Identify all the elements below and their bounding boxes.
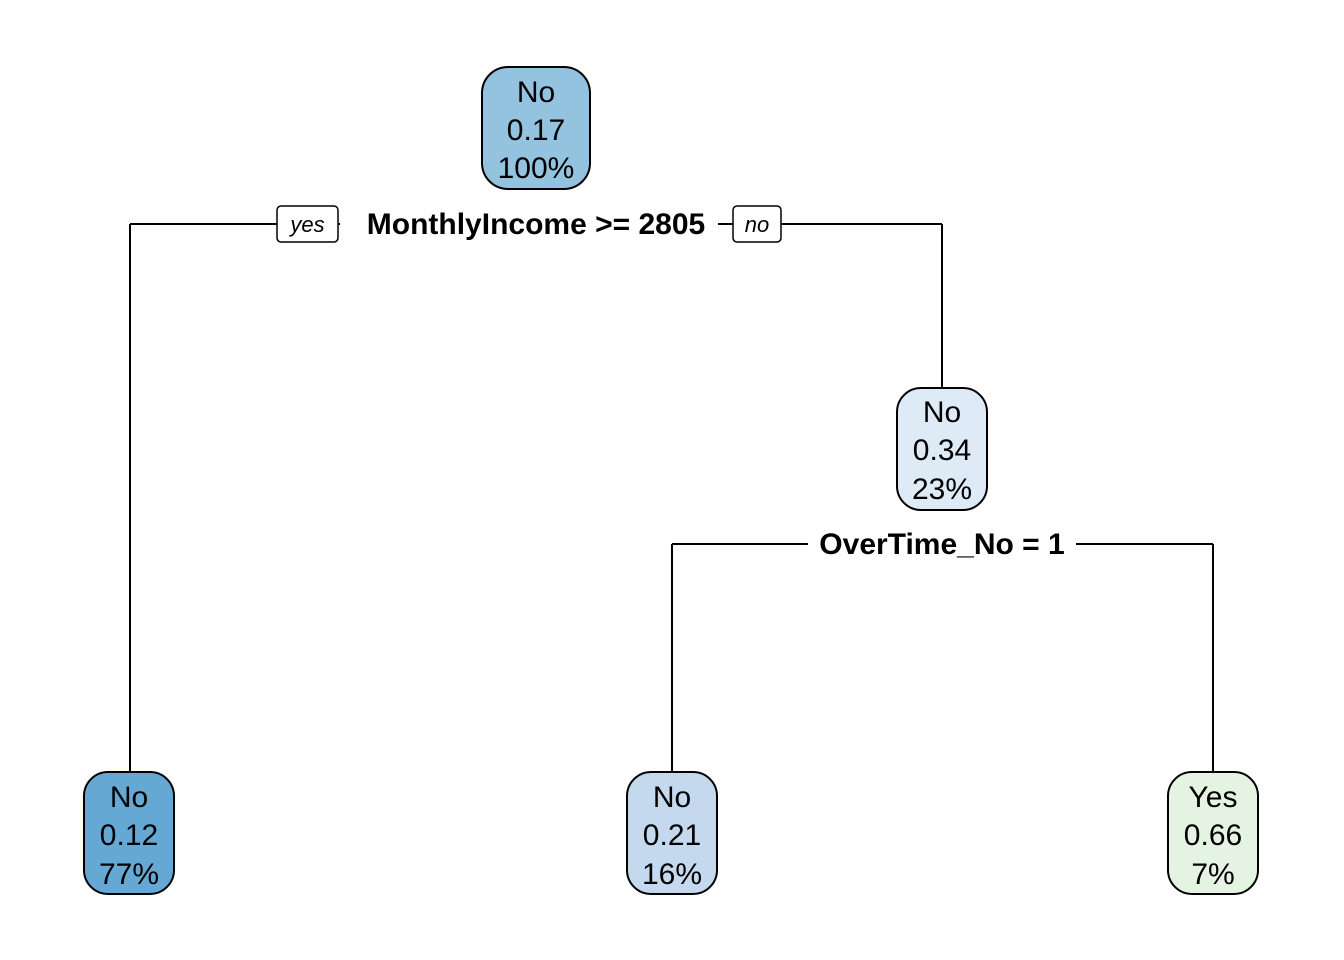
node-leaf-overtime-yes-prob: 0.66 [1184, 819, 1242, 852]
node-right-internal-pct: 23% [912, 473, 972, 506]
split-2: OverTime_No = 1 [819, 528, 1064, 561]
node-leaf-overtime-yes: Yes 0.66 7% [1167, 771, 1259, 895]
node-right-internal-prob: 0.34 [913, 434, 971, 467]
node-root: No 0.17 100% [481, 66, 591, 190]
node-root-class: No [517, 76, 555, 109]
node-left-leaf-prob: 0.12 [100, 819, 158, 852]
node-left-leaf: No 0.12 77% [83, 771, 175, 895]
node-left-leaf-class: No [110, 781, 148, 814]
node-left-leaf-box [83, 771, 175, 895]
yes-label-box [276, 205, 339, 243]
node-right-internal-class: No [923, 396, 961, 429]
node-leaf-overtime-no-class: No [653, 781, 691, 814]
no-label-box [732, 205, 782, 243]
tree-edges [129, 223, 1214, 772]
node-leaf-overtime-yes-class: Yes [1189, 781, 1238, 814]
yes-label: yes [288, 212, 324, 237]
node-leaf-overtime-no-prob: 0.21 [643, 819, 701, 852]
node-root-pct: 100% [498, 152, 575, 185]
node-leaf-overtime-no-box [626, 771, 718, 895]
node-left-leaf-pct: 77% [99, 858, 159, 891]
node-right-internal-box [896, 387, 988, 511]
split-1: yes MonthlyIncome >= 2805 no [276, 205, 782, 243]
node-leaf-overtime-no: No 0.21 16% [626, 771, 718, 895]
node-root-box [481, 66, 591, 190]
node-right-internal: No 0.34 23% [896, 387, 988, 511]
node-leaf-overtime-yes-pct: 7% [1191, 858, 1234, 891]
no-label: no [745, 212, 769, 237]
node-leaf-overtime-yes-box [1167, 771, 1259, 895]
node-leaf-overtime-no-pct: 16% [642, 858, 702, 891]
node-root-prob: 0.17 [507, 114, 565, 147]
split-2-condition: OverTime_No = 1 [819, 528, 1064, 561]
split-1-condition: MonthlyIncome >= 2805 [367, 208, 705, 241]
